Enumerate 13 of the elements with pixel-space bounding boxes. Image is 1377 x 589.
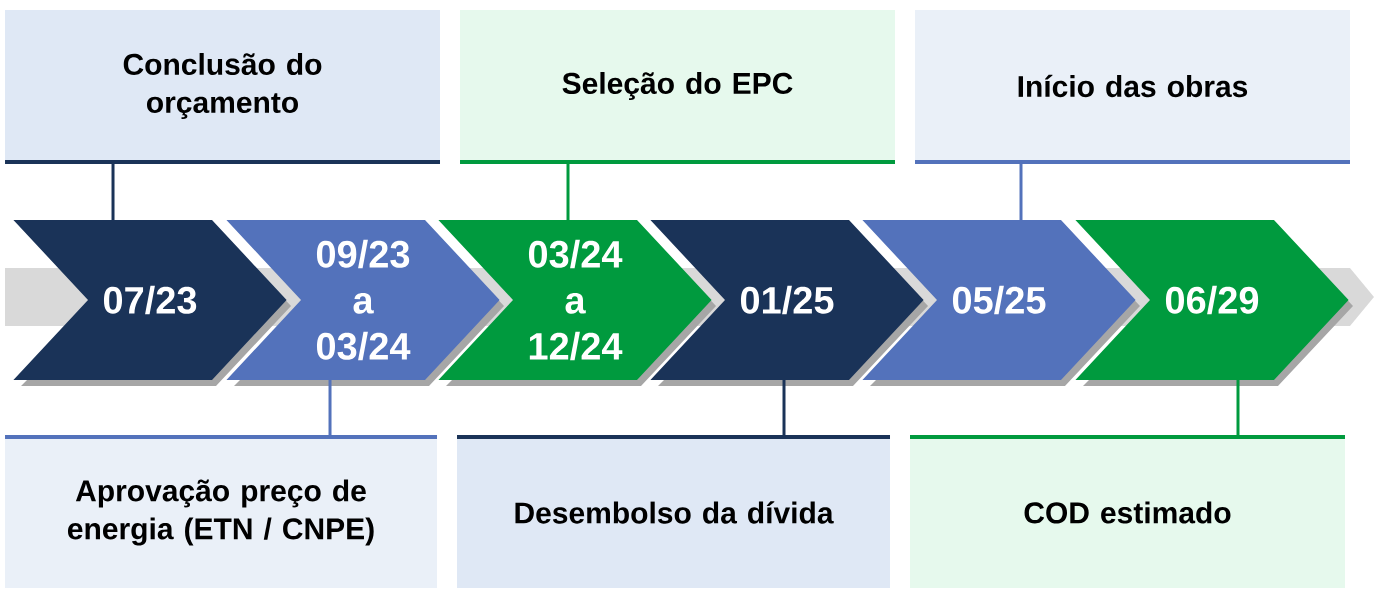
milestone-box: Seleção do EPC [460,10,895,164]
timeline-step: 06/29 [1075,220,1353,386]
connector-line [111,162,115,220]
milestone-box: COD estimado [910,435,1345,588]
connector-line [328,380,332,437]
connector-line [566,162,570,220]
connector-line [1019,162,1023,220]
connector-line [782,380,786,437]
milestone-box: Conclusão do orçamento [5,10,440,164]
milestone-box: Aprovação preço de energia (ETN / CNPE) [5,435,437,588]
milestone-box: Desembolso da dívida [457,435,890,588]
connector-line [1236,380,1240,437]
milestone-box: Início das obras [915,10,1350,164]
